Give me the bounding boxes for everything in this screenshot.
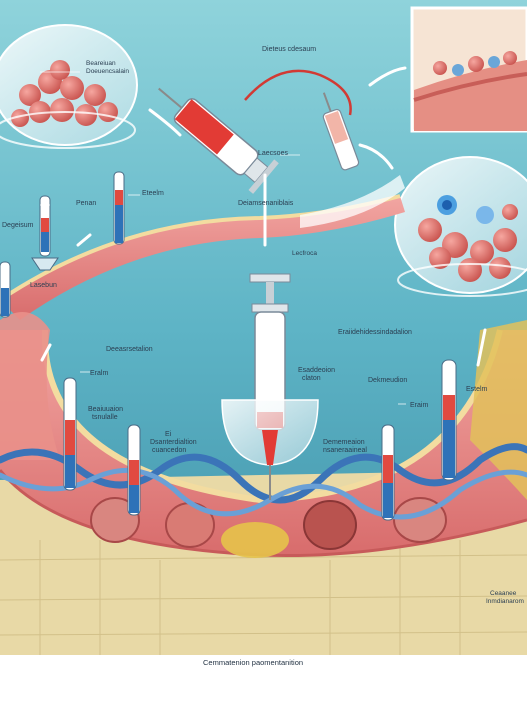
label-left-side-1: Degeisum — [2, 222, 34, 229]
leader-lines — [40, 71, 406, 405]
label-mid-left-title: Deeasrsetalion — [106, 346, 153, 353]
test-tube-right-2 — [441, 359, 457, 481]
label-center-syringe-1: Esaddeoion — [298, 367, 335, 374]
petri-dish-left — [0, 24, 138, 149]
test-tube-mid-left — [63, 377, 77, 491]
label-right-mid: Dekmeudion — [368, 377, 408, 384]
label-right-title: Eraiidehidessindadalion — [338, 329, 412, 336]
label-right-lower-2: nsaneraaineal — [323, 447, 367, 454]
label-center-syringe-2: claton — [302, 375, 321, 382]
label-far-right-1: Ceaanee — [490, 590, 517, 597]
test-tube-left-3 — [0, 261, 11, 318]
label-tube-left-2: Penan — [76, 200, 97, 207]
label-mid-left-desc-1: Beaiuuaion — [88, 406, 124, 413]
floor-tiles — [0, 540, 527, 655]
flow-band — [300, 175, 405, 228]
label-petri-left-1: Beareiuan — [86, 60, 116, 67]
bottom-caption: Cemmatenion paomentanition — [203, 658, 304, 667]
label-center-upper: Deiamsenaniblais — [238, 200, 294, 207]
label-lab-tag: Lecfroca — [292, 250, 317, 257]
inset-panel — [410, 6, 527, 133]
label-syringe-left: Laecsoes — [258, 150, 288, 157]
test-tube-right-1 — [381, 424, 395, 521]
label-petri-left-2: Doeuencsalain — [86, 68, 130, 75]
test-tube-bottom-left — [127, 424, 141, 516]
label-bottom-left-2: Dsanterdialtion — [150, 439, 197, 446]
bottom-margin — [0, 655, 527, 703]
label-right-lower-1: Dememeaion — [323, 439, 365, 446]
label-top-center: Dieteus cdesaum — [262, 46, 317, 53]
syringe-center — [221, 273, 319, 500]
test-tube-left-2 — [31, 195, 59, 271]
test-tube-left-top — [113, 171, 125, 245]
tissue-wedge-left — [0, 312, 60, 460]
label-mid-left-desc-2: tsnulalle — [92, 414, 118, 421]
label-far-right-2: Inmdianarom — [486, 598, 524, 605]
label-right-tube: Eraim — [410, 402, 429, 409]
blood-vessels — [0, 443, 527, 520]
syringe-right — [322, 92, 360, 171]
adipose-tissue-right — [470, 320, 527, 500]
syringe-tube-line — [244, 69, 352, 116]
label-left-side-2: Lasebun — [30, 282, 57, 289]
flow-arrows — [40, 66, 487, 367]
label-right-side: Estelm — [466, 386, 488, 393]
label-mid-left-tube: Eralm — [90, 370, 109, 377]
cell-cluster-left — [11, 60, 118, 127]
label-bottom-left-3: cuancedon — [152, 447, 187, 454]
petri-dish-right — [394, 156, 527, 297]
organ-structures — [90, 497, 447, 558]
label-tube-left-1: Eteelm — [142, 190, 164, 197]
label-bottom-left-1: Ei — [165, 431, 172, 438]
